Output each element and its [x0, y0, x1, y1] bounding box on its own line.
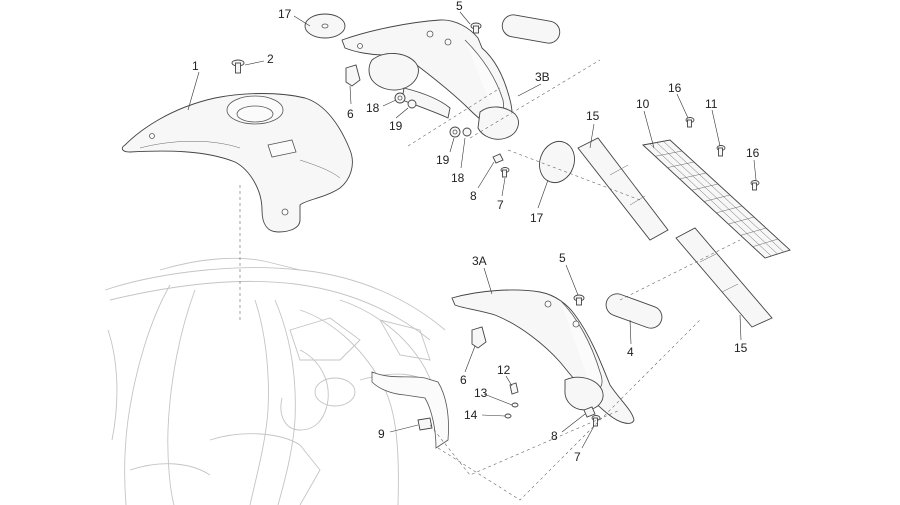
- callout-3a: 3A: [472, 254, 487, 268]
- leader-lines: [187, 11, 757, 449]
- callout-16-lower: 16: [746, 146, 760, 160]
- callout-5-lower: 5: [559, 251, 566, 265]
- callout-10: 10: [636, 97, 650, 111]
- ghost-frame: [104, 257, 449, 505]
- part-5-screw-lower: [573, 294, 585, 306]
- part-17-reflector-upper: [304, 13, 346, 39]
- callout-2: 2: [267, 52, 274, 66]
- callout-9: 9: [378, 427, 385, 441]
- part-3b-license-holder-upper: [341, 19, 519, 140]
- callout-11: 11: [705, 97, 718, 111]
- part-4-lens-lower: [605, 293, 663, 329]
- callout-3b: 3B: [535, 70, 550, 84]
- callout-14: 14: [464, 408, 478, 422]
- plate-grid-line: [649, 143, 772, 257]
- callout-7-lower: 7: [574, 450, 581, 464]
- callout-18-upper: 18: [366, 101, 380, 115]
- callout-13: 13: [474, 386, 488, 400]
- part-5-screw-upper: [470, 22, 482, 34]
- part-16-11-screws: [685, 117, 760, 191]
- part-3a-license-holder-lower: [451, 289, 635, 424]
- callout-8-upper: 8: [470, 189, 477, 203]
- callout-5-upper: 5: [456, 0, 463, 13]
- callout-17-upper: 17: [278, 7, 292, 21]
- alignment-lines: [239, 59, 741, 501]
- callout-16-upper: 16: [668, 81, 682, 95]
- callout-19-lower: 19: [436, 153, 450, 167]
- callout-6-upper: 6: [347, 107, 354, 121]
- callout-18-lower: 18: [451, 171, 465, 185]
- callout-8-lower: 8: [551, 429, 558, 443]
- part-6-clip-upper: [345, 64, 361, 87]
- part-4-lens-upper: [501, 14, 561, 44]
- part-9-bracket: [371, 371, 449, 449]
- part-8-7-lower: [583, 406, 601, 427]
- part-6-clip-lower: [471, 326, 487, 349]
- part-15-plate-lower: [675, 227, 773, 328]
- callout-1: 1: [192, 59, 199, 73]
- callout-19-upper: 19: [389, 119, 403, 133]
- part-18-19-washers-upper: [394, 92, 472, 138]
- callout-15-lower: 15: [734, 341, 748, 355]
- part-10-plate-frame: [642, 139, 791, 259]
- plate-grid-line: [663, 141, 784, 253]
- part-17-reflector-lower: [539, 140, 575, 184]
- callout-17-lower: 17: [530, 211, 544, 225]
- callout-labels: 1 2 17 5 3B 6 18 19 19 18 8 7 17 15 10 1…: [192, 0, 760, 464]
- callout-4: 4: [627, 345, 634, 359]
- callout-6-lower: 6: [460, 373, 467, 387]
- callout-12: 12: [497, 363, 511, 377]
- callout-7-upper: 7: [497, 198, 504, 212]
- part-2-screw: [231, 59, 245, 74]
- part-1-rear-cover: [121, 93, 353, 233]
- parts-12-13-14: [504, 382, 519, 419]
- plate-grid-line: [656, 142, 778, 255]
- part-8-7-upper: [492, 153, 510, 178]
- callout-15-upper: 15: [586, 109, 600, 123]
